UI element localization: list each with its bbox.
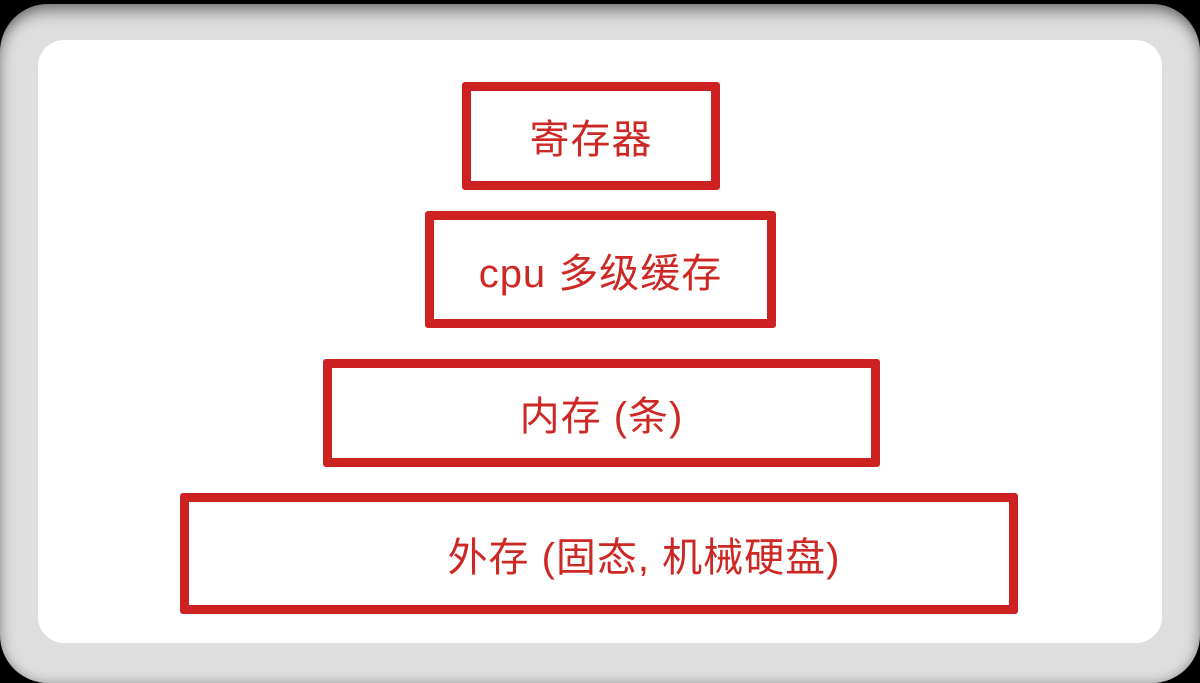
- hierarchy-level-label: 外存 (固态, 机械硬盘): [447, 535, 841, 580]
- hierarchy-level-external-storage: 外存 (固态, 机械硬盘): [180, 493, 1018, 614]
- hierarchy-level-label: cpu 多级缓存: [478, 251, 723, 296]
- hierarchy-level-cpu-cache: cpu 多级缓存: [425, 211, 776, 328]
- hierarchy-level-registers: 寄存器: [462, 82, 720, 190]
- hierarchy-level-main-memory: 内存 (条): [323, 359, 880, 467]
- hierarchy-level-label: 内存 (条): [519, 395, 684, 439]
- hierarchy-level-label: 寄存器: [529, 118, 653, 162]
